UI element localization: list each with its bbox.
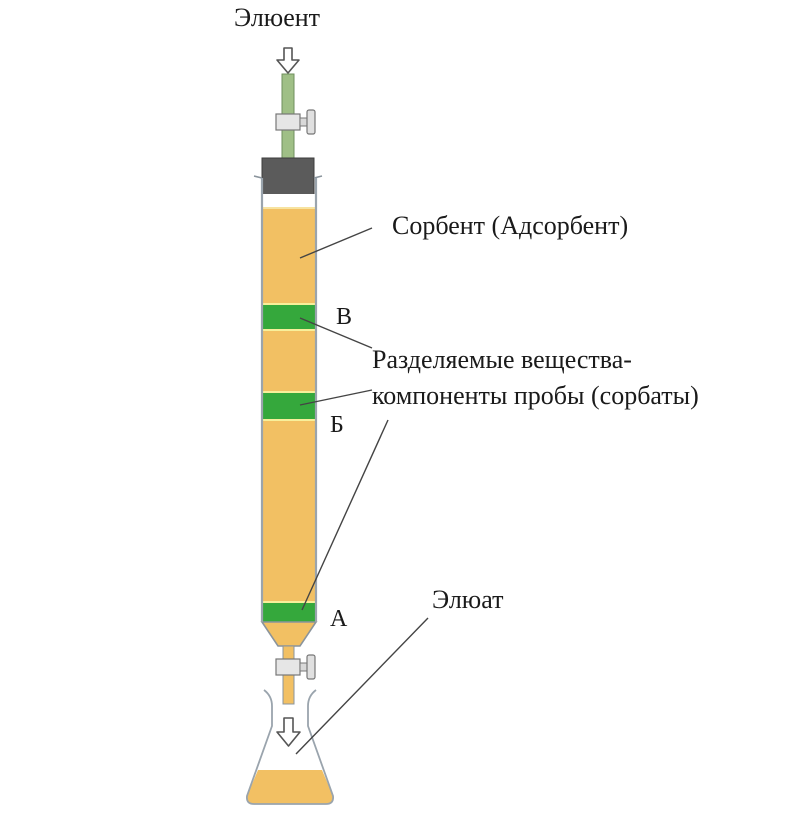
column-cap <box>261 157 315 201</box>
label-zone-a: А <box>330 606 348 632</box>
column-outlet <box>275 645 316 705</box>
label-separated-line1: Разделяемые вещества- <box>372 345 632 374</box>
label-eluent: Элюент <box>234 3 320 32</box>
column <box>253 175 323 647</box>
leader-band-v <box>299 317 373 349</box>
column-funnel <box>260 621 318 647</box>
band-v <box>262 304 316 330</box>
eluent-inlet <box>261 47 316 207</box>
label-zone-b: Б <box>330 412 344 438</box>
receiving-flask <box>245 689 335 805</box>
band-b <box>262 392 316 420</box>
label-separated-line2: компоненты пробы (сорбаты) <box>372 381 699 410</box>
leader-sorbent <box>299 227 373 259</box>
leader-lines <box>295 227 429 755</box>
leader-band-b <box>299 389 373 406</box>
outlet-valve-icon <box>275 654 316 680</box>
eluent-arrow-icon <box>276 47 300 74</box>
flask-outline <box>245 689 335 805</box>
eluate-liquid <box>246 770 334 804</box>
label-zone-v: В <box>336 304 352 330</box>
inlet-valve-icon <box>275 109 316 135</box>
label-sorbent: Сорбент (Адсорбент) <box>392 211 628 240</box>
band-a <box>262 602 316 622</box>
column-rim <box>253 175 323 179</box>
label-eluate: Элюат <box>432 585 503 614</box>
eluate-arrow-icon <box>276 717 301 747</box>
leader-eluate <box>295 617 429 755</box>
leader-band-a <box>301 419 389 611</box>
